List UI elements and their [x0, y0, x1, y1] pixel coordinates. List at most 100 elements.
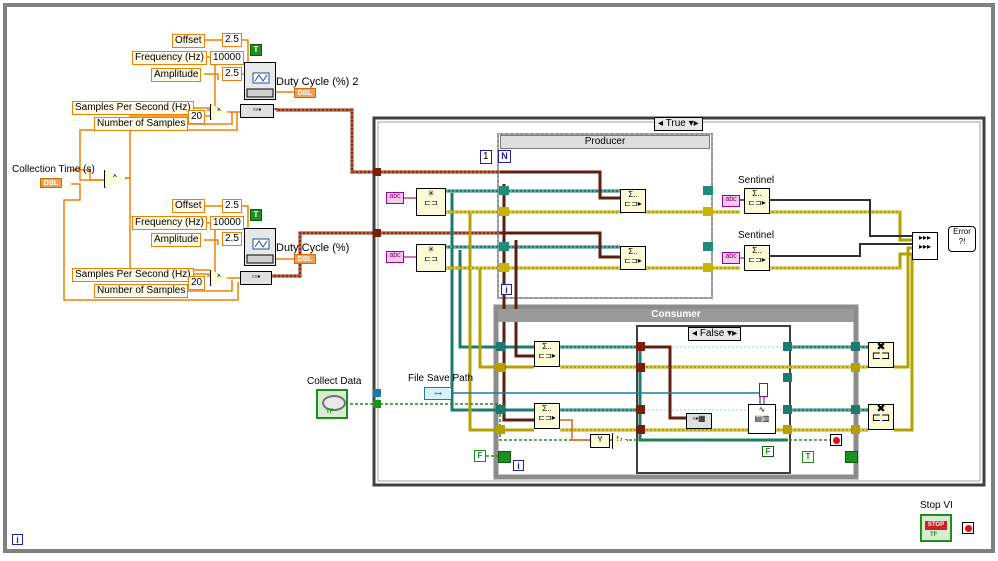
tunnel	[636, 363, 645, 372]
queue-name-const-1: abc	[386, 192, 404, 204]
file-save-path-control[interactable]: ⊶	[424, 387, 452, 400]
enqueue-node-2: Σ..⊏⊐▸	[620, 246, 646, 270]
stop-vi-tag: TF	[930, 532, 938, 538]
sentinel-const-1: abc	[722, 195, 740, 207]
sentinel-const-2: abc	[722, 252, 740, 264]
bool-const-top: T	[250, 44, 262, 56]
led-icon	[322, 395, 346, 411]
producer-title: Producer	[500, 135, 710, 149]
producer-count-const: 1	[480, 150, 492, 164]
tunnel	[499, 242, 509, 251]
inner-case-selector-value: False	[699, 328, 725, 339]
duty-cycle-control-bottom[interactable]: DBL	[294, 254, 316, 264]
number-of-samples-control-top[interactable]: Number of Samples	[94, 117, 189, 131]
stop-vi-button-face: STOP	[925, 521, 947, 530]
duty-cycle-label-top: Duty Cycle (%) 2	[276, 76, 359, 88]
stop-vi-label: Stop VI	[920, 500, 953, 511]
tunnel	[703, 207, 713, 216]
write-file-node: ∿▤▥	[748, 404, 776, 434]
producer-count-terminal: N	[498, 150, 511, 163]
case-tunnel	[373, 400, 381, 408]
tunnel	[783, 373, 792, 382]
tunnel	[783, 405, 792, 414]
tunnel	[851, 342, 860, 351]
offset-const-bottom: 2.5	[222, 199, 242, 213]
collect-data-tag: TF	[326, 409, 334, 415]
bundle-node-top: ▫▫▪	[240, 104, 274, 118]
duty-cycle-label-bottom: Duty Cycle (%)	[276, 242, 350, 254]
collect-data-control[interactable]: TF	[316, 389, 348, 419]
inner-case-selector-false[interactable]: ◂ False ▾▸	[688, 327, 742, 341]
waveform-generator-bottom	[244, 228, 276, 266]
samples-const-top: 20	[188, 110, 206, 124]
stop-vi-button[interactable]: STOP TF	[920, 514, 952, 542]
bool-const-bottom: T	[250, 209, 262, 221]
amplitude-const-bottom: 2.5	[222, 232, 242, 246]
false-const-consumer: F	[474, 450, 486, 462]
tunnel	[636, 342, 645, 351]
dequeue-node-2: Σ..⊏⊐▸	[534, 403, 560, 429]
duty-cycle-control-top[interactable]: DBL	[294, 88, 316, 98]
collect-data-label: Collect Data	[307, 376, 362, 387]
case-tunnel	[373, 229, 381, 237]
offset-control-bottom[interactable]: Offset	[172, 199, 205, 213]
frequency-control-bottom[interactable]: Frequency (Hz)	[132, 216, 207, 230]
enqueue-node-1: Σ..⊏⊐▸	[620, 189, 646, 213]
false-const-inner: F	[762, 446, 774, 457]
tunnel	[636, 405, 645, 414]
tunnel	[496, 363, 505, 372]
string-const-consumer	[759, 383, 768, 397]
tunnel	[851, 363, 860, 372]
waveform-icon	[246, 238, 274, 264]
tunnel	[783, 425, 792, 434]
samples-const-bottom: 20	[188, 276, 206, 290]
enqueue-sentinel-node-2: Σ..⊏⊐▸	[744, 245, 770, 271]
frequency-const-bottom: 10000	[210, 216, 244, 230]
frequency-const-top: 10000	[210, 51, 244, 65]
queue-name-const-2: abc	[386, 251, 404, 263]
file-save-path-label: File Save Path	[408, 373, 474, 384]
tunnel	[496, 405, 505, 414]
samples-per-second-control-top[interactable]: Samples Per Second (Hz)	[72, 101, 194, 115]
consumer-iteration-terminal: i	[513, 460, 524, 471]
sentinel-label-2: Sentinel	[738, 230, 775, 241]
number-of-samples-control-bottom[interactable]: Number of Samples	[94, 284, 189, 298]
case-tunnel	[373, 168, 381, 176]
waveform-icon	[246, 72, 274, 98]
samples-per-second-control-bottom[interactable]: Samples Per Second (Hz)	[72, 268, 194, 282]
offset-const-top: 2.5	[222, 33, 242, 47]
tunnel	[851, 425, 860, 434]
case-tunnel	[373, 389, 381, 397]
amplitude-control-bottom[interactable]: Amplitude	[151, 233, 202, 247]
case-selector-true[interactable]: ◂ True ▾▸	[654, 117, 703, 131]
collection-time-control[interactable]: DBL	[40, 178, 62, 188]
tunnel	[703, 263, 713, 272]
amplitude-const-top: 2.5	[222, 67, 242, 81]
producer-iteration-terminal: i	[501, 284, 512, 295]
tunnel	[496, 425, 505, 434]
error-handler-node: Error ?!	[948, 226, 976, 252]
tunnel	[703, 186, 713, 195]
consumer-stop-terminal	[830, 434, 842, 446]
obtain-queue-node-1: ✳⊏⊐	[416, 188, 446, 216]
tunnel	[499, 207, 509, 216]
tunnel	[496, 342, 505, 351]
release-queue-node-1: ✖⊏⊐	[868, 342, 894, 368]
release-queue-node-2: ✖⊏⊐	[868, 404, 894, 430]
amplitude-control-top[interactable]: Amplitude	[151, 68, 202, 82]
build-array-node: ▫▪▦	[686, 413, 712, 429]
waveform-generator-top	[244, 62, 276, 100]
get-waveform-node: Y	[590, 434, 610, 448]
sentinel-label-1: Sentinel	[738, 175, 775, 186]
obtain-queue-node-2: ✳⊏⊐	[416, 244, 446, 272]
case-selector-value: True	[665, 118, 686, 129]
offset-control-top[interactable]: Offset	[172, 34, 205, 48]
frequency-control-top[interactable]: Frequency (Hz)	[132, 51, 207, 65]
tunnel	[783, 342, 792, 351]
enqueue-sentinel-node-1: Σ..⊏⊐▸	[744, 188, 770, 214]
main-iteration-terminal: i	[12, 534, 23, 545]
merge-errors-node: ▸▸▸▸▸▸	[912, 232, 938, 260]
consumer-title: Consumer	[498, 309, 854, 322]
